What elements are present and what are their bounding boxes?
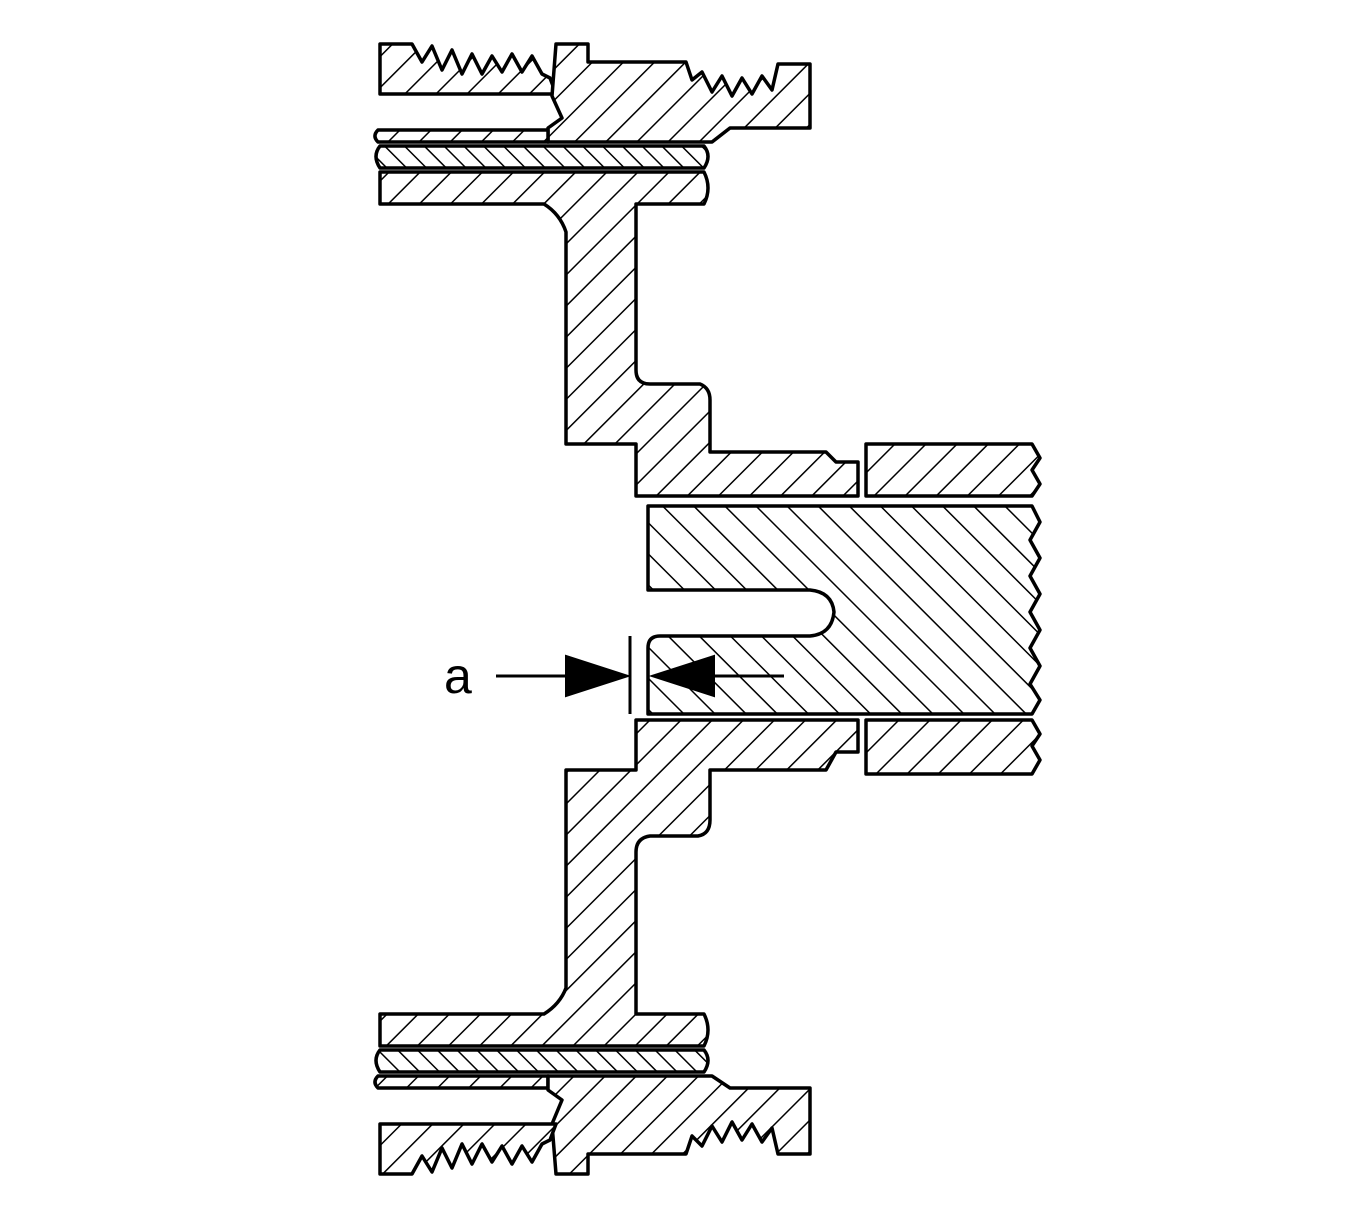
lower-right-bar <box>864 718 1042 776</box>
lower-thread-strip-left <box>378 1122 558 1176</box>
upper-seal-ring <box>374 144 710 170</box>
upper-web <box>378 170 860 498</box>
lower-web <box>378 718 860 1048</box>
clearance-dimension: a <box>444 636 784 714</box>
center-shaft <box>646 504 1042 716</box>
lower-sleeve <box>373 1074 550 1090</box>
arrow-right-icon <box>565 654 632 698</box>
lower-seal-ring <box>374 1048 710 1074</box>
dimension-label: a <box>444 648 472 704</box>
upper-sleeve <box>373 128 550 144</box>
upper-thread-strip-left <box>378 42 558 96</box>
lower-hub-body <box>546 1074 812 1176</box>
upper-hub-body <box>546 42 812 144</box>
upper-right-bar <box>864 442 1042 498</box>
